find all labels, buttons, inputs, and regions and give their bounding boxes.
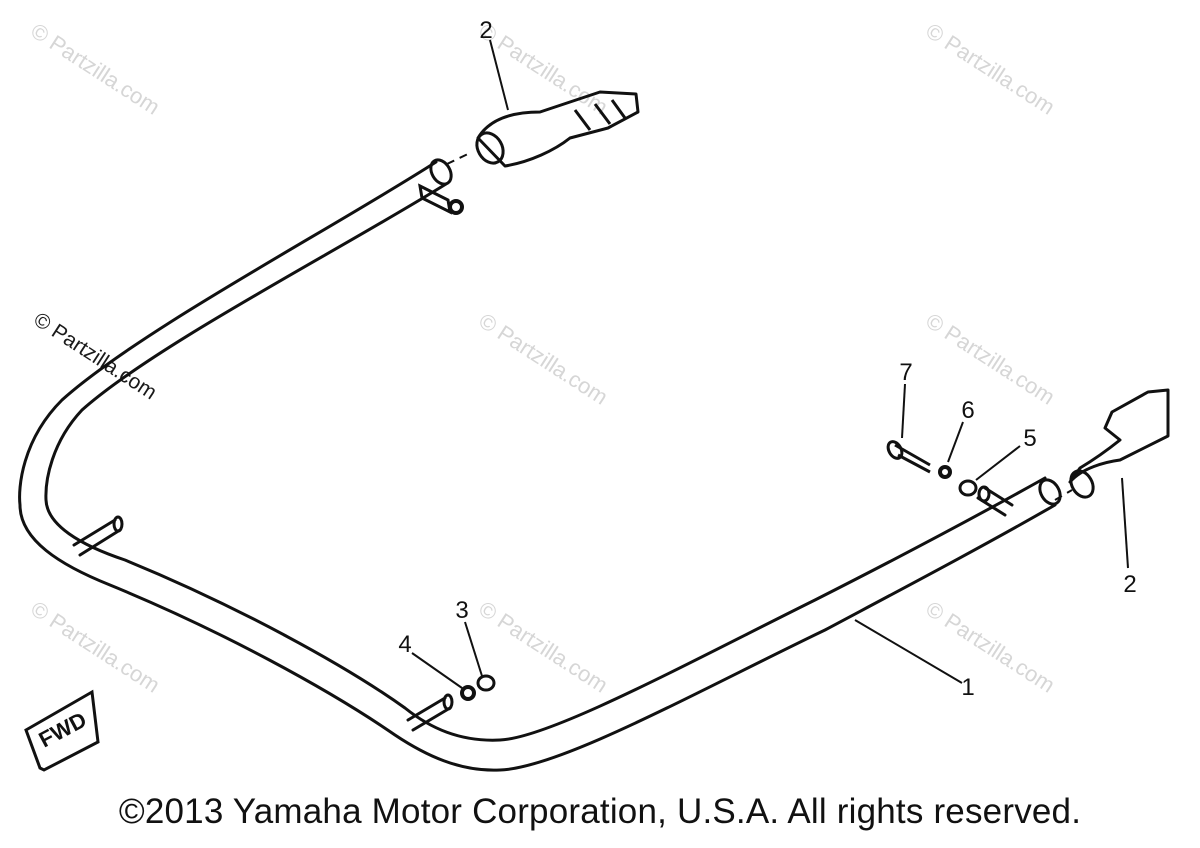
callout-numbers: 1 2 2 3 4 5 6 7	[398, 17, 1136, 701]
callout-5: 5	[1023, 425, 1036, 452]
callout-1: 1	[961, 674, 974, 701]
callout-2-top: 2	[479, 17, 492, 44]
callout-7: 7	[899, 359, 912, 386]
stud-left-end	[112, 515, 124, 533]
copyright-notice: ©2013 Yamaha Motor Corporation, U.S.A. A…	[118, 792, 1082, 831]
washer-6	[938, 465, 952, 479]
stud-bottom	[406, 696, 452, 732]
handle-bar-end-top	[429, 158, 453, 186]
callout-6: 6	[961, 397, 974, 424]
fwd-arrow-shape	[24, 689, 100, 772]
grip-top	[446, 90, 640, 168]
grip-top-axis	[446, 151, 473, 165]
callout-2-right: 2	[1123, 571, 1136, 598]
fasteners-bottom	[460, 674, 496, 701]
callout-3: 3	[455, 597, 468, 624]
handle-bar-outline-outer	[18, 160, 1057, 772]
fwd-arrow: FWD	[24, 689, 100, 772]
handle-bar-end-right	[1038, 478, 1062, 506]
washer-5	[958, 479, 978, 497]
bolt-top	[448, 199, 464, 215]
handle-bar	[18, 158, 1062, 772]
grip-right	[1054, 388, 1170, 501]
stud-bottom-end	[442, 693, 454, 711]
washer-4	[460, 685, 476, 701]
callout-4: 4	[398, 631, 411, 658]
handle-bar-outline-inner	[44, 182, 1047, 742]
fasteners-right	[886, 440, 978, 497]
stud-right-end	[977, 485, 991, 503]
washer-3	[476, 674, 496, 692]
grip-right-axis	[1054, 489, 1073, 501]
leader-lines	[411, 39, 1129, 689]
stud-left	[72, 518, 122, 557]
